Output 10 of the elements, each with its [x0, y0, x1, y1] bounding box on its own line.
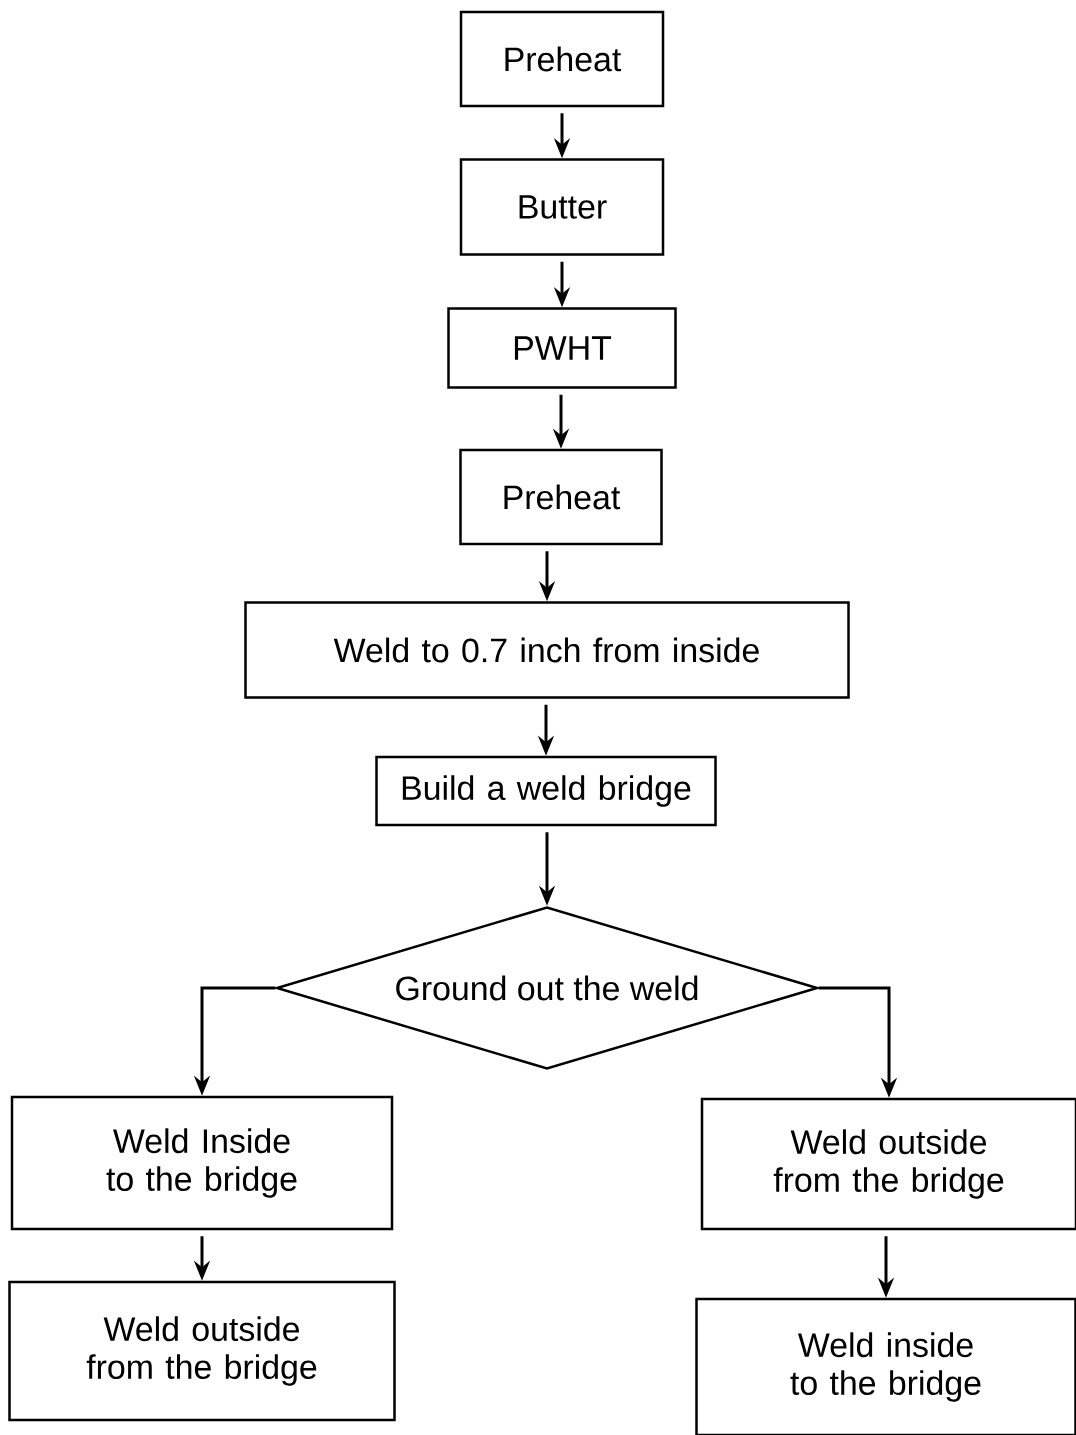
process-box: Weld Inside to the bridge	[10, 1095, 394, 1231]
process-box: Weld inside to the bridge	[695, 1297, 1076, 1435]
process-box: Butter	[459, 158, 665, 256]
process-box: Weld outside from the bridge	[8, 1280, 396, 1422]
process-box: Build a weld bridge	[375, 755, 717, 827]
process-box: Preheat	[459, 10, 665, 108]
process-box: PWHT	[447, 307, 677, 389]
process-box: Weld outside from the bridge	[700, 1097, 1076, 1231]
process-box: Preheat	[459, 448, 663, 546]
process-box: Weld to 0.7 inch from inside	[244, 601, 850, 699]
